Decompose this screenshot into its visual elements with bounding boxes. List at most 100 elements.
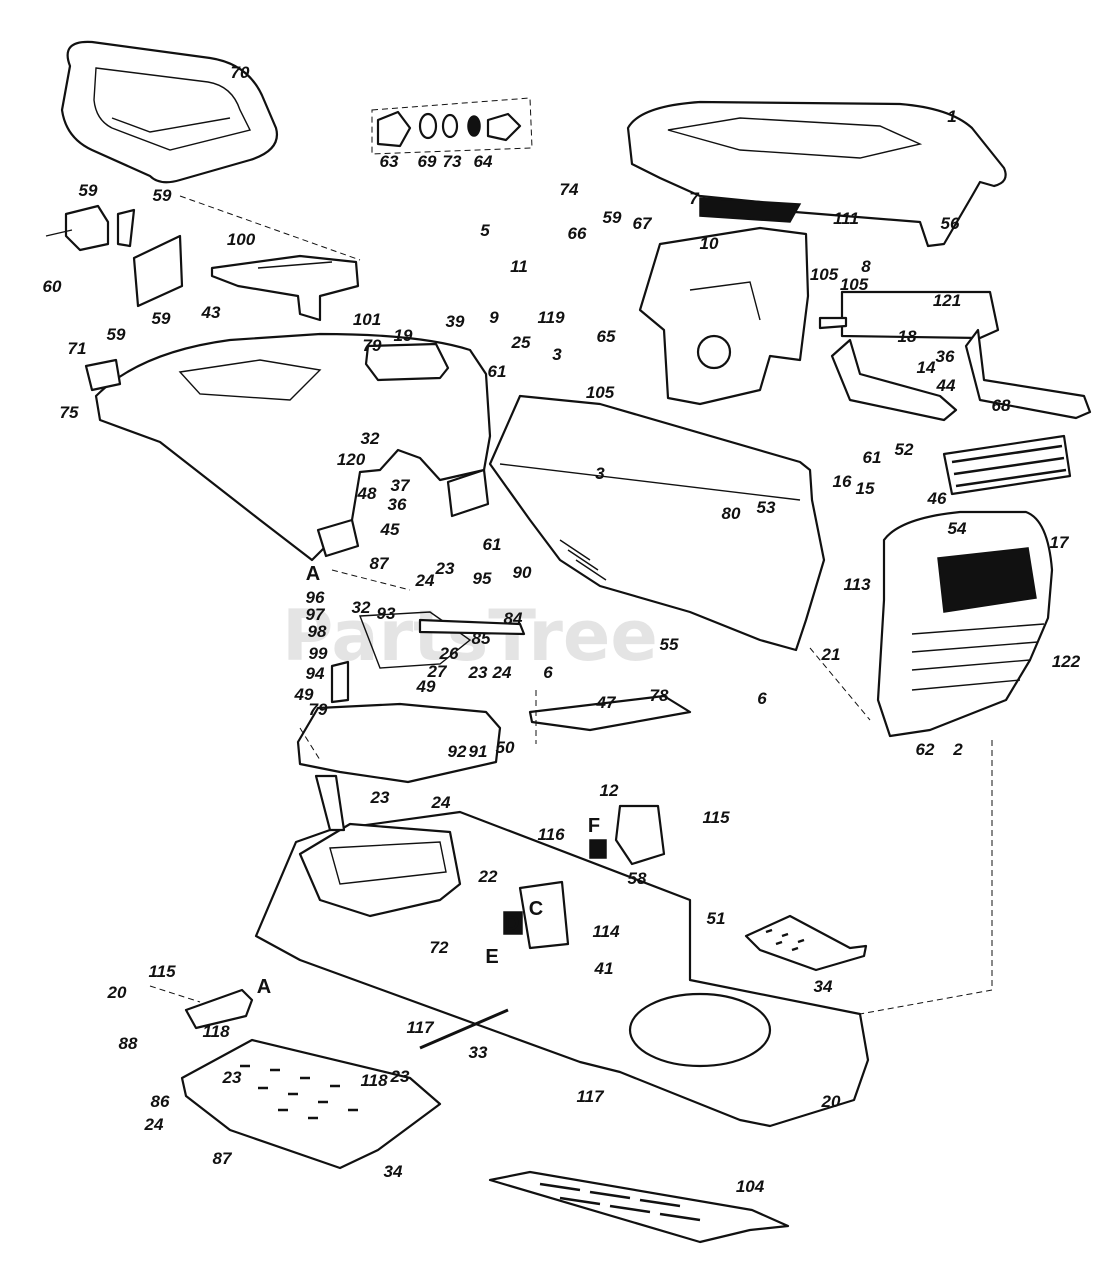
pedal-box-part — [296, 611, 526, 784]
callout-105: 105 — [586, 383, 615, 402]
callout-113: 113 — [843, 575, 871, 594]
callout-49: 49 — [416, 677, 436, 696]
key-switch-part — [84, 358, 122, 392]
callout-115: 115 — [702, 808, 730, 827]
callout-72: 72 — [430, 938, 449, 957]
callout-23: 23 — [435, 559, 455, 578]
letter-D: D — [505, 913, 519, 935]
callout-32: 32 — [361, 429, 380, 448]
callout-7: 7 — [689, 189, 700, 208]
callout-59: 59 — [153, 186, 172, 205]
callout-20: 20 — [107, 983, 127, 1002]
callout-118: 118 — [202, 1022, 230, 1041]
callout-121: 121 — [933, 291, 961, 310]
callout-48: 48 — [357, 484, 377, 503]
footrest-right-part — [744, 914, 868, 972]
callout-100: 100 — [227, 230, 256, 249]
callout-105: 105 — [810, 265, 839, 284]
letter-C: C — [529, 898, 543, 920]
callout-116: 116 — [537, 825, 565, 844]
callout-111: 111 — [833, 209, 859, 228]
callout-61: 61 — [488, 362, 507, 381]
callout-18: 18 — [898, 327, 917, 346]
callout-88: 88 — [119, 1034, 138, 1053]
callout-99: 99 — [309, 644, 328, 663]
callout-44: 44 — [936, 376, 956, 395]
dash-tower-part — [638, 226, 810, 406]
grille-nose-part — [876, 510, 1054, 738]
callout-54: 54 — [948, 519, 967, 538]
access-plate-part — [528, 694, 692, 732]
callout-78: 78 — [650, 686, 669, 705]
callout-64: 64 — [474, 152, 493, 171]
callout-79: 79 — [363, 336, 382, 355]
hood-bracket-part — [818, 290, 1092, 422]
callout-2: 2 — [952, 740, 963, 759]
callout-90: 90 — [513, 563, 532, 582]
callout-98: 98 — [308, 622, 327, 641]
callout-93: 93 — [377, 604, 396, 623]
callout-60: 60 — [43, 277, 62, 296]
front-fender-part — [488, 394, 826, 652]
callout-20: 20 — [821, 1092, 841, 1111]
reference-lines — [149, 195, 993, 1015]
letter-A: A — [306, 563, 320, 585]
seat-part — [60, 40, 279, 184]
callout-56: 56 — [941, 214, 960, 233]
callout-69: 69 — [418, 152, 437, 171]
callout-49: 49 — [294, 685, 314, 704]
callout-14: 14 — [917, 358, 936, 377]
callout-94: 94 — [306, 664, 325, 683]
callout-10: 10 — [700, 234, 719, 253]
callout-97: 97 — [306, 605, 326, 624]
callout-119: 119 — [537, 308, 565, 327]
callout-17: 17 — [1050, 533, 1070, 552]
callout-105: 105 — [840, 275, 869, 294]
letter-A: A — [257, 976, 271, 998]
callout-62: 62 — [916, 740, 935, 759]
step-mat-part — [488, 1170, 790, 1244]
callout-24: 24 — [492, 663, 512, 682]
callout-36: 36 — [388, 495, 407, 514]
callout-23: 23 — [390, 1067, 410, 1086]
callout-41: 41 — [594, 959, 614, 978]
callout-21: 21 — [821, 645, 841, 664]
callout-22: 22 — [478, 867, 498, 886]
callout-15: 15 — [856, 479, 875, 498]
callout-70: 70 — [231, 63, 250, 82]
grille-screen-part — [942, 434, 1072, 496]
callout-117: 117 — [406, 1018, 435, 1037]
callout-86: 86 — [151, 1092, 170, 1111]
callout-45: 45 — [380, 520, 400, 539]
callout-59: 59 — [79, 181, 98, 200]
rear-fender-part — [94, 332, 492, 562]
letter-E: E — [485, 946, 498, 968]
callout-71: 71 — [68, 339, 87, 358]
callout-26: 26 — [439, 644, 459, 663]
callout-12: 12 — [600, 781, 619, 800]
callout-91: 91 — [469, 742, 488, 761]
callout-39: 39 — [446, 312, 465, 331]
callout-65: 65 — [597, 327, 616, 346]
callout-53: 53 — [757, 498, 776, 517]
callout-34: 34 — [384, 1162, 403, 1181]
callout-16: 16 — [833, 472, 852, 491]
seat-plate-part — [210, 254, 360, 322]
callout-47: 47 — [596, 693, 617, 712]
pivot-part — [184, 988, 254, 1030]
callout-25: 25 — [511, 333, 531, 352]
callout-36: 36 — [936, 347, 955, 366]
seat-bracket-parts — [45, 204, 184, 308]
callout-43: 43 — [201, 303, 221, 322]
callout-46: 46 — [927, 489, 947, 508]
callout-6: 6 — [757, 689, 767, 708]
callout-92: 92 — [448, 742, 467, 761]
callout-55: 55 — [660, 635, 679, 654]
callout-96: 96 — [306, 588, 325, 607]
callout-66: 66 — [568, 224, 587, 243]
callout-80: 80 — [722, 504, 741, 523]
callout-87: 87 — [370, 554, 390, 573]
callout-101: 101 — [353, 310, 381, 329]
